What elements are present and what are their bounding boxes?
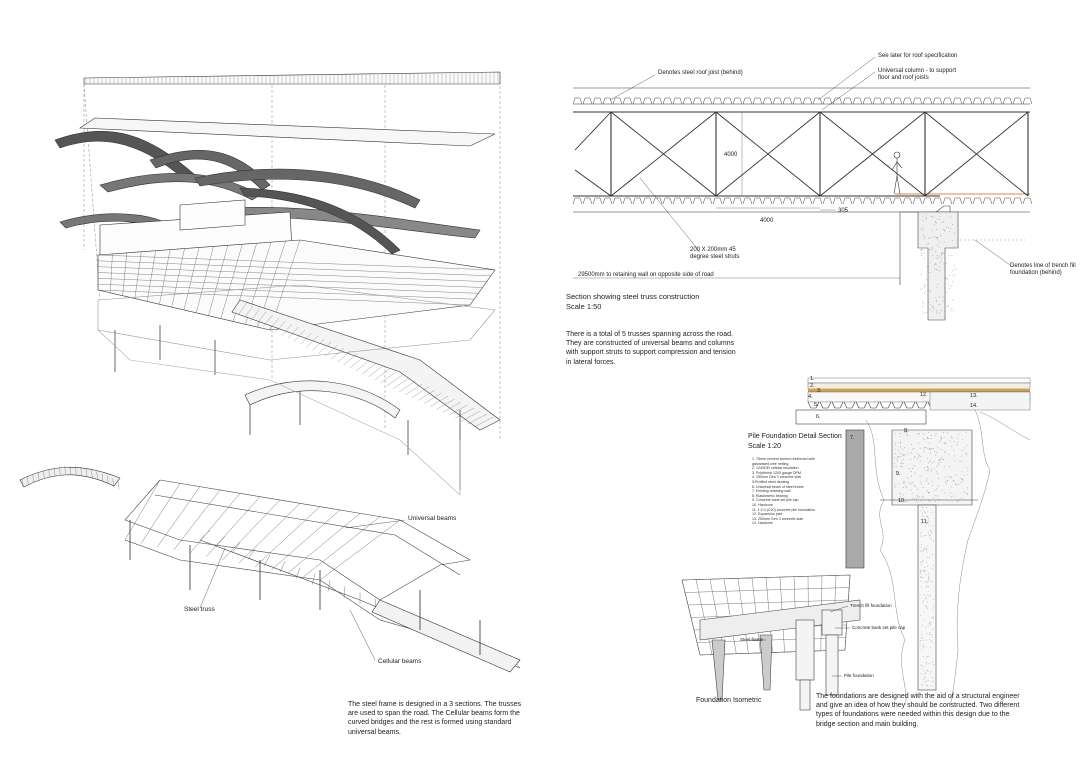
foundation-isometric [681,574,861,711]
steel-frame-label: Steel frame [740,637,764,642]
legend-item: 12. Expansion joint [752,512,783,517]
pile-foundation-label: Pile foundation [844,673,874,678]
layer-number: 10. [898,498,906,504]
layer-number: 4. [808,394,813,400]
foundation-description: The foundations are designed with the ai… [816,693,1020,728]
truss-section-title: Section showing steel truss construction [566,292,700,301]
truss-section-scale: Scale 1:50 [566,302,602,311]
legend-item: 9. Concrete bank set pile cap [752,498,799,503]
pile-detail-section [795,377,1031,706]
universal-beams-label: Universal beams [408,515,457,522]
layer-number: 12. [920,392,928,398]
roof-joist-callout: Denotes steel roof joist (behind) [658,70,743,76]
legend-item: 2. 1240DEI cellular insulation [752,466,799,471]
legend-item: 5.Profiled steel decking [752,479,790,484]
cellular-beams-label: Cellular beams [378,658,422,665]
concrete-cap-label: Concrete bank set pile cap [852,625,906,630]
pile-detail-legend: 1. 75mm cement screed reinforced with ga… [752,457,830,526]
truss-section [572,56,1033,321]
layer-number: 1. [810,376,815,382]
exploded-axonometric [54,71,501,496]
truss-description: There is a total of 5 trusses spanning a… [566,331,736,366]
scale-figure [891,151,903,195]
dim-305: 305 [838,208,849,214]
dim-4000-vertical: 4000 [724,152,738,158]
legend-item: 6. Universal beam of steel frame [752,484,804,489]
layer-number: 9. [896,471,901,477]
foundation-isometric-title: Foundation Isometric [696,697,762,704]
struts-callout: 200 X 200mm 45 degree steel struts [690,247,740,260]
steel-frame-isometric [19,465,521,673]
legend-item: 11. 1:2:4 (C20) concrete pile foundation [752,507,815,512]
layer-number: 14. [970,403,978,409]
trench-fill-label: Trench fill foundation [850,603,892,608]
layer-number: 13. [970,393,978,399]
dim-4000-horizontal: 4000 [760,218,774,224]
legend-item: 1. 75mm cement screed reinforced with ga… [752,457,815,466]
layer-number: 3. [817,388,822,394]
universal-column-callout: Universal column - to support floor and … [878,68,957,81]
layer-number: 8. [904,428,909,434]
layer-number: 11. [921,519,929,525]
legend-item: 8. Elastomeric bearing [752,493,788,498]
legend-item: 4. 150mm Gen 3 concrete slab [752,475,802,480]
roof-spec-callout: See later for roof specification [878,53,958,59]
steel-truss-label: Steel truss [184,606,215,613]
pile-detail-scale: Scale 1:20 [748,443,782,450]
layer-number: 7. [850,435,855,441]
legend-item: 3. Polythene 1200 gauge DPM [752,470,801,475]
legend-item: 10. Hardcore [752,502,773,507]
layer-number: 6. [816,414,821,420]
trench-line-callout: Denotes line of trench fill foundation (… [1010,263,1076,276]
retaining-wall-callout: 29500mm to retaining wall on opposite si… [578,272,714,278]
legend-item: 13. 250mm Gen 3 concrete slab [752,516,804,521]
legend-item: 7. Existing retaining wall [752,489,791,494]
pile-detail-title: Pile Foundation Detail Section [748,433,842,440]
frame-caption: The steel frame is designed in a 3 secti… [348,701,522,736]
layer-number: 5. [814,402,819,408]
layer-number: 2. [810,383,815,389]
legend-item: 14. Hardcore [752,521,773,526]
